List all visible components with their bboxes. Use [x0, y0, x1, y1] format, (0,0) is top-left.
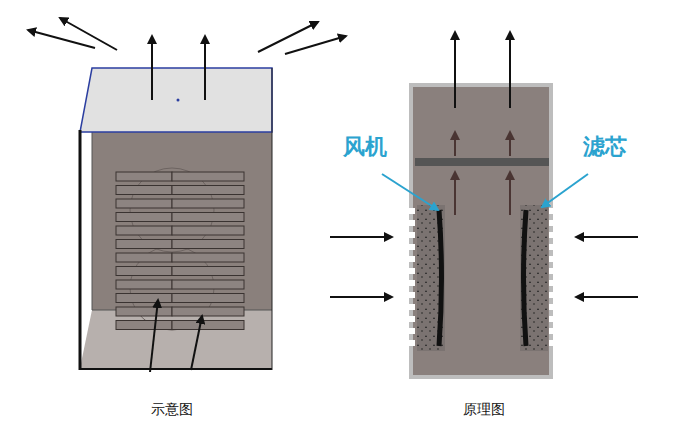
grille-slat — [172, 240, 244, 249]
grille-slat — [116, 240, 172, 249]
grille-slat — [116, 199, 172, 208]
grille-slat — [116, 294, 172, 303]
grille-slat — [172, 186, 244, 195]
grille-slat — [172, 172, 244, 181]
grille-slat — [172, 280, 244, 289]
housing-sketch — [80, 68, 272, 370]
grille-slat — [172, 226, 244, 235]
grille-slat — [116, 172, 172, 181]
callout-label: 滤芯 — [583, 132, 627, 162]
grille-slat — [116, 253, 172, 262]
filter-notch — [549, 328, 555, 334]
filter-notch — [549, 340, 555, 346]
filter-notch — [409, 256, 415, 262]
filter-notch — [409, 268, 415, 274]
grille-slat — [116, 280, 172, 289]
filter-notch — [409, 328, 415, 334]
filter-notch — [409, 220, 415, 226]
filter-notch — [409, 292, 415, 298]
grille-slat — [172, 307, 244, 316]
grille-slat — [172, 213, 244, 222]
filter-notch — [549, 208, 555, 214]
filter-notch — [549, 280, 555, 286]
grille-slat — [172, 199, 244, 208]
filter-notch — [549, 232, 555, 238]
filter-notch — [549, 268, 555, 274]
filter-notch — [409, 304, 415, 310]
figure-caption: 原理图 — [463, 401, 505, 419]
grille-slat — [172, 253, 244, 262]
filter-notch — [549, 304, 555, 310]
filter-notch — [409, 232, 415, 238]
filter-notch — [549, 316, 555, 322]
filter-notch — [549, 256, 555, 262]
filter-notch — [409, 340, 415, 346]
grille-slat — [116, 226, 172, 235]
grille-slat — [172, 267, 244, 276]
grille-slat — [116, 267, 172, 276]
filter-notch — [409, 280, 415, 286]
filter-notch — [549, 292, 555, 298]
grille-slat — [116, 307, 172, 316]
filter-notch — [409, 208, 415, 214]
grille-slat — [172, 294, 244, 303]
callout-label: 风机 — [343, 132, 387, 162]
filter-notch — [409, 244, 415, 250]
leader-lines — [382, 174, 588, 210]
airflow-arrows — [28, 18, 346, 372]
filter-notch — [549, 244, 555, 250]
grille-slat — [116, 186, 172, 195]
figure-caption: 示意图 — [151, 401, 193, 419]
principle-sketch — [409, 85, 555, 377]
filter-notch — [409, 316, 415, 322]
grille-slat — [116, 213, 172, 222]
airflow-arrows — [330, 32, 638, 297]
grille-slat — [116, 321, 172, 330]
filter-notch — [549, 220, 555, 226]
grille-slat — [172, 321, 244, 330]
